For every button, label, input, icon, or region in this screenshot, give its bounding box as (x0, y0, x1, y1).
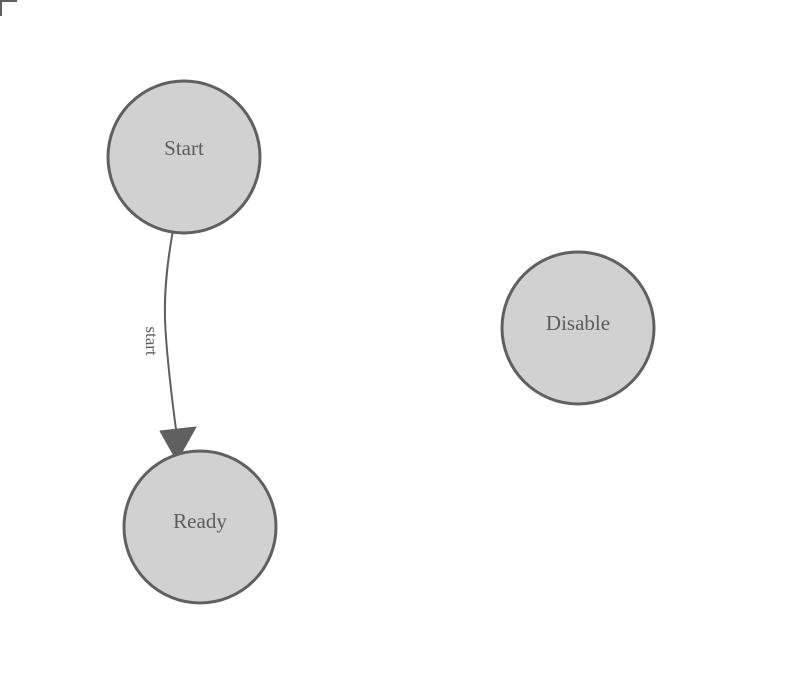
node-disable[interactable]: Disable (500, 250, 656, 406)
node-disable-circle (500, 250, 656, 406)
edge-start-to-ready[interactable]: start (142, 232, 197, 462)
edge-label-start: start (142, 326, 161, 356)
node-start[interactable]: Start (106, 79, 262, 235)
node-start-label: Start (164, 136, 204, 160)
node-ready-label: Ready (173, 509, 227, 533)
node-start-circle (106, 79, 262, 235)
node-ready-circle (122, 449, 278, 605)
node-ready[interactable]: Ready (122, 449, 278, 605)
arrowhead-icon (159, 426, 197, 462)
node-disable-label: Disable (546, 311, 610, 335)
corner-mark-icon (0, 0, 17, 16)
edge-label-group: start (142, 326, 161, 356)
edge-line (163, 232, 178, 438)
